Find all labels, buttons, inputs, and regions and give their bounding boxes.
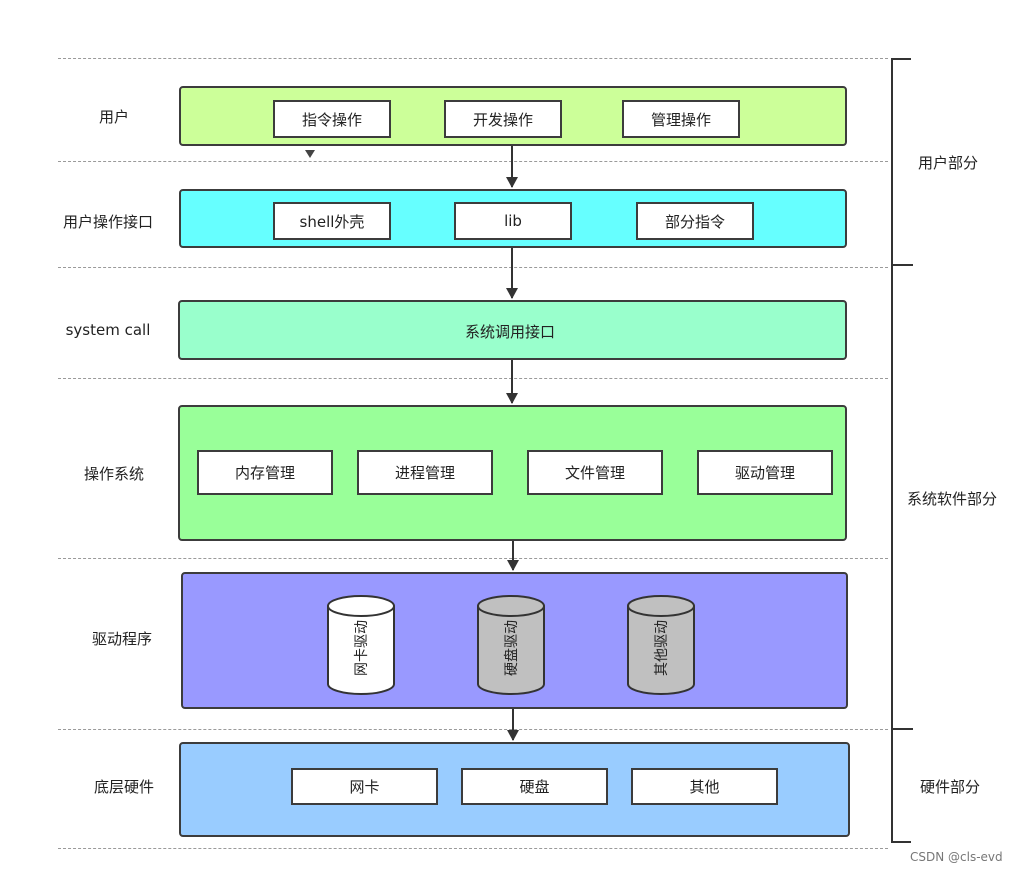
- syscall-layer-band: [178, 300, 847, 360]
- os-module-box: 驱动管理: [697, 450, 833, 495]
- layer-label-hardware: 底层硬件: [93, 778, 154, 796]
- section-label-system-software: 系统软件部分: [906, 490, 997, 508]
- section-label-user: 用户部分: [917, 154, 978, 172]
- cylinder-label: 硬盘驱动: [503, 620, 520, 676]
- separator-line: [58, 267, 888, 268]
- layer-label-driver: 驱动程序: [91, 630, 152, 648]
- hardware-box: 其他: [631, 768, 778, 805]
- arrowhead-icon: [506, 177, 518, 188]
- arrowhead-icon: [507, 730, 519, 741]
- hardware-box: 硬盘: [461, 768, 608, 805]
- separator-line: [58, 558, 888, 559]
- user-api-box: lib: [454, 202, 572, 240]
- user-op-box: 开发操作: [444, 100, 562, 138]
- separator-line: [58, 378, 888, 379]
- layer-label-user-api: 用户操作接口: [62, 213, 153, 231]
- arrowhead-icon: [506, 288, 518, 299]
- arrowhead-icon: [507, 560, 519, 571]
- bracket-divider: [891, 728, 913, 730]
- small-arrowhead-icon: [305, 150, 315, 158]
- layer-label-user: 用户: [98, 108, 129, 126]
- layer-label-os: 操作系统: [83, 465, 144, 483]
- os-module-box: 进程管理: [357, 450, 493, 495]
- cylinder-disk-driver: 硬盘驱动: [477, 595, 545, 695]
- cylinder-network-driver: 网卡驱动: [327, 595, 395, 695]
- cylinder-label: 其他驱动: [654, 620, 670, 676]
- user-op-box: 管理操作: [622, 100, 740, 138]
- section-bracket: [891, 58, 911, 843]
- separator-line: [58, 161, 888, 162]
- layer-label-syscall: system call: [65, 321, 151, 339]
- user-api-box: 部分指令: [636, 202, 754, 240]
- os-module-box: 内存管理: [197, 450, 333, 495]
- separator-line: [58, 729, 888, 730]
- separator-line: [58, 58, 888, 59]
- cylinder-label: 网卡驱动: [354, 620, 370, 676]
- syscall-interface-text: 系统调用接口: [464, 323, 555, 341]
- arrowhead-icon: [506, 393, 518, 404]
- separator-line: [58, 848, 888, 849]
- hardware-box: 网卡: [291, 768, 438, 805]
- user-api-box: shell外壳: [273, 202, 391, 240]
- bracket-divider: [891, 264, 913, 266]
- user-op-box: 指令操作: [273, 100, 391, 138]
- os-module-box: 文件管理: [527, 450, 663, 495]
- cylinder-other-driver: 其他驱动: [627, 595, 695, 695]
- section-label-hardware: 硬件部分: [919, 778, 980, 796]
- watermark-text: CSDN @cls-evd: [910, 850, 1003, 864]
